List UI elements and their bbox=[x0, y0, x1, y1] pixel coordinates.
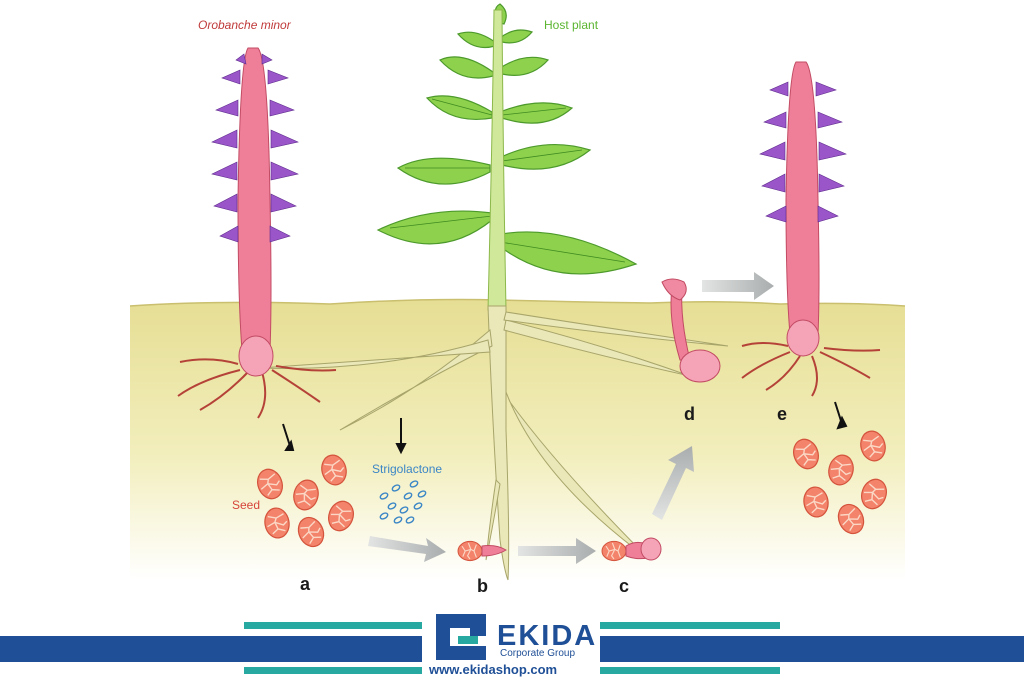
strigolactone-label: Strigolactone bbox=[372, 462, 443, 476]
host-plant-label: Host plant bbox=[544, 18, 599, 32]
brand-url-link[interactable]: www.ekidashop.com bbox=[429, 662, 558, 677]
stage-arrows bbox=[368, 272, 774, 564]
arrow-c-to-d bbox=[652, 446, 694, 520]
host-leaf bbox=[438, 56, 494, 79]
brand-stripe-left bbox=[244, 622, 422, 629]
host-leaf bbox=[456, 31, 496, 49]
strigolactone-molecules bbox=[379, 480, 427, 524]
stage-d-label: d bbox=[684, 404, 695, 424]
germinating-shoot-d bbox=[661, 278, 721, 383]
attached-seed-c bbox=[601, 537, 662, 562]
stage-a-label: a bbox=[300, 574, 311, 594]
host-leaf bbox=[499, 56, 550, 76]
brand-tagline: Corporate Group bbox=[500, 648, 576, 659]
seed-label: Seed bbox=[232, 498, 261, 512]
brand-band-right bbox=[600, 636, 1024, 662]
small-black-arrows bbox=[282, 401, 848, 455]
host-leaf bbox=[396, 157, 491, 185]
host-plant-leaves bbox=[376, 3, 638, 275]
host-leaf bbox=[499, 29, 534, 44]
arrow-d-to-e bbox=[702, 272, 774, 300]
brand-footer bbox=[0, 614, 1024, 674]
arrow-b-to-c bbox=[518, 538, 596, 564]
brand-band-left bbox=[0, 636, 422, 662]
brand-name: EKIDA bbox=[497, 620, 598, 652]
ekida-logo-icon bbox=[436, 614, 486, 660]
host-leaf bbox=[499, 102, 574, 124]
brand-bottom-stripe-right bbox=[600, 667, 780, 674]
brand-stripe-right bbox=[600, 622, 780, 629]
host-plant-stem bbox=[487, 9, 507, 311]
stage-c-label: c bbox=[619, 576, 630, 596]
orobanche-plant-right bbox=[741, 61, 881, 397]
stage-e-label: e bbox=[777, 404, 788, 424]
soil-surface-line bbox=[129, 298, 906, 307]
parasite-name-label: Orobanche minor bbox=[198, 18, 291, 32]
host-plant-roots bbox=[259, 305, 729, 581]
host-leaf bbox=[425, 95, 493, 121]
arrow-a-to-b bbox=[368, 536, 446, 562]
orobanche-plant-left bbox=[177, 47, 337, 419]
host-leaf bbox=[498, 143, 592, 170]
stage-b-label: b bbox=[477, 576, 488, 596]
brand-bottom-stripe-left bbox=[244, 667, 422, 674]
germinating-seed-b bbox=[457, 540, 507, 562]
